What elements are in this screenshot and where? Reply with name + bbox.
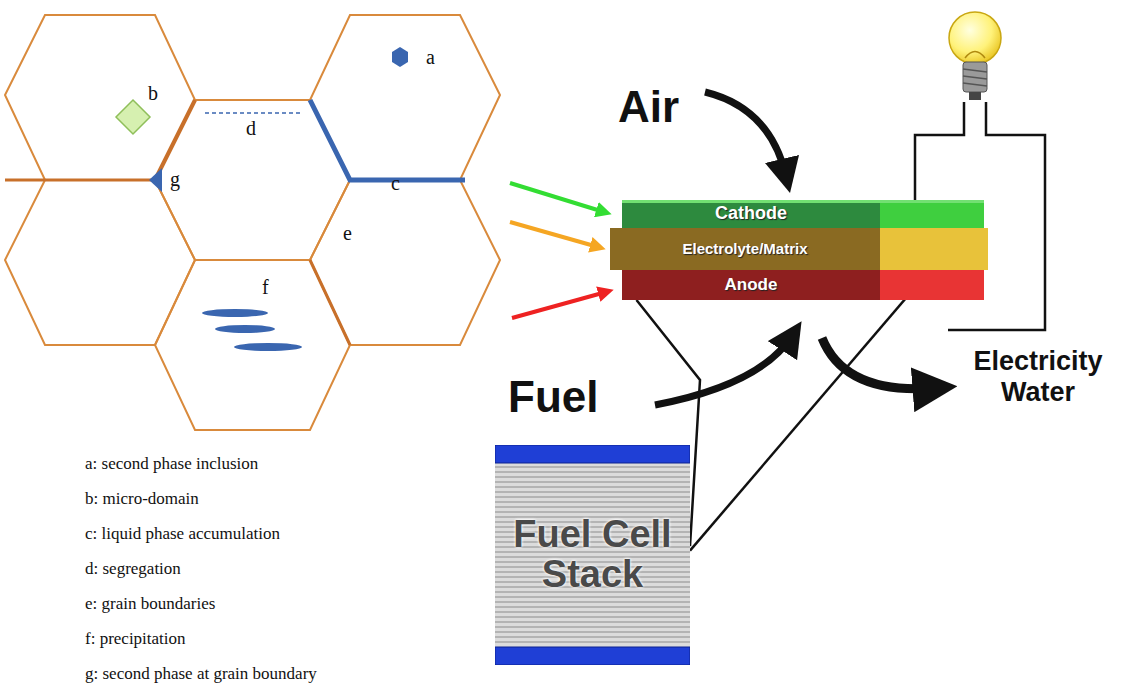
key-entry: g: second phase at grain boundary — [85, 664, 317, 684]
grain-boundary-thick — [310, 260, 350, 345]
micro-domain — [116, 100, 150, 134]
callout-letter: d — [246, 117, 256, 140]
input-arrow — [510, 222, 598, 247]
grain — [155, 260, 350, 430]
electrolyte-layer: Electrolyte/Matrix — [610, 228, 988, 270]
air-arrow — [705, 92, 786, 176]
bulb-filament — [965, 52, 985, 59]
bulb-thread — [963, 69, 987, 86]
fuel-arrow — [655, 336, 792, 405]
inclusion — [392, 47, 408, 67]
callout-letter: a — [426, 46, 435, 69]
slab-front — [622, 270, 880, 300]
callout-letter: g — [170, 168, 180, 191]
slab-front — [610, 228, 880, 270]
key-entry: e: grain boundaries — [85, 594, 215, 614]
precipitate — [234, 343, 302, 351]
bulb-base — [963, 62, 987, 92]
wire — [915, 102, 964, 203]
stack-body — [495, 445, 690, 665]
input-label: Fuel — [508, 372, 598, 423]
grain-hexagons — [5, 15, 500, 430]
fuel-cell-stack: Fuel Cell Stack — [495, 445, 690, 665]
stack-plates — [495, 467, 690, 642]
layer-label: Electrolyte/Matrix — [682, 241, 807, 258]
callout-letter: f — [262, 276, 269, 299]
bulb-contact — [969, 92, 981, 100]
liquid-phase — [310, 100, 465, 180]
key-entry: d: segregation — [85, 559, 181, 579]
grain-boundary-thick — [5, 179, 155, 182]
grain — [5, 15, 195, 180]
layer-label: Cathode — [715, 204, 787, 224]
key-entry: c: liquid phase accumulation — [85, 524, 280, 544]
cathode-layer: Cathode — [622, 200, 984, 228]
key-entry: f: precipitation — [85, 629, 186, 649]
callout-letter: c — [391, 172, 400, 195]
input-label: Air — [618, 82, 679, 133]
layer-slab — [622, 200, 984, 228]
segregation-line — [205, 112, 300, 114]
callout-letter: e — [343, 222, 352, 245]
callout-letter: b — [148, 82, 158, 105]
precipitate — [202, 309, 268, 317]
input-arrow — [510, 183, 604, 212]
slab-side — [880, 200, 984, 228]
output-label: Electricity Water — [956, 346, 1120, 408]
grain — [310, 180, 500, 345]
input-arrow — [512, 292, 606, 318]
precipitate — [215, 325, 275, 333]
stack-label: Fuel Cell Stack — [503, 515, 682, 595]
grain-boundary-phase — [149, 168, 162, 192]
anode-layer: Anode — [622, 270, 984, 300]
end-plate — [495, 445, 690, 463]
slab-side — [880, 270, 984, 300]
key-entry: a: second phase inclusion — [85, 454, 258, 474]
end-plate — [495, 647, 690, 665]
output-arrow — [822, 338, 935, 389]
slab-side — [880, 228, 988, 270]
slab-top — [622, 200, 984, 203]
key-entry: b: micro-domain — [85, 489, 199, 509]
bulb-glass — [949, 12, 1001, 64]
grain — [310, 15, 500, 180]
slab-front — [622, 200, 880, 228]
layer-slab — [622, 270, 984, 300]
layer-label: Anode — [725, 276, 778, 295]
